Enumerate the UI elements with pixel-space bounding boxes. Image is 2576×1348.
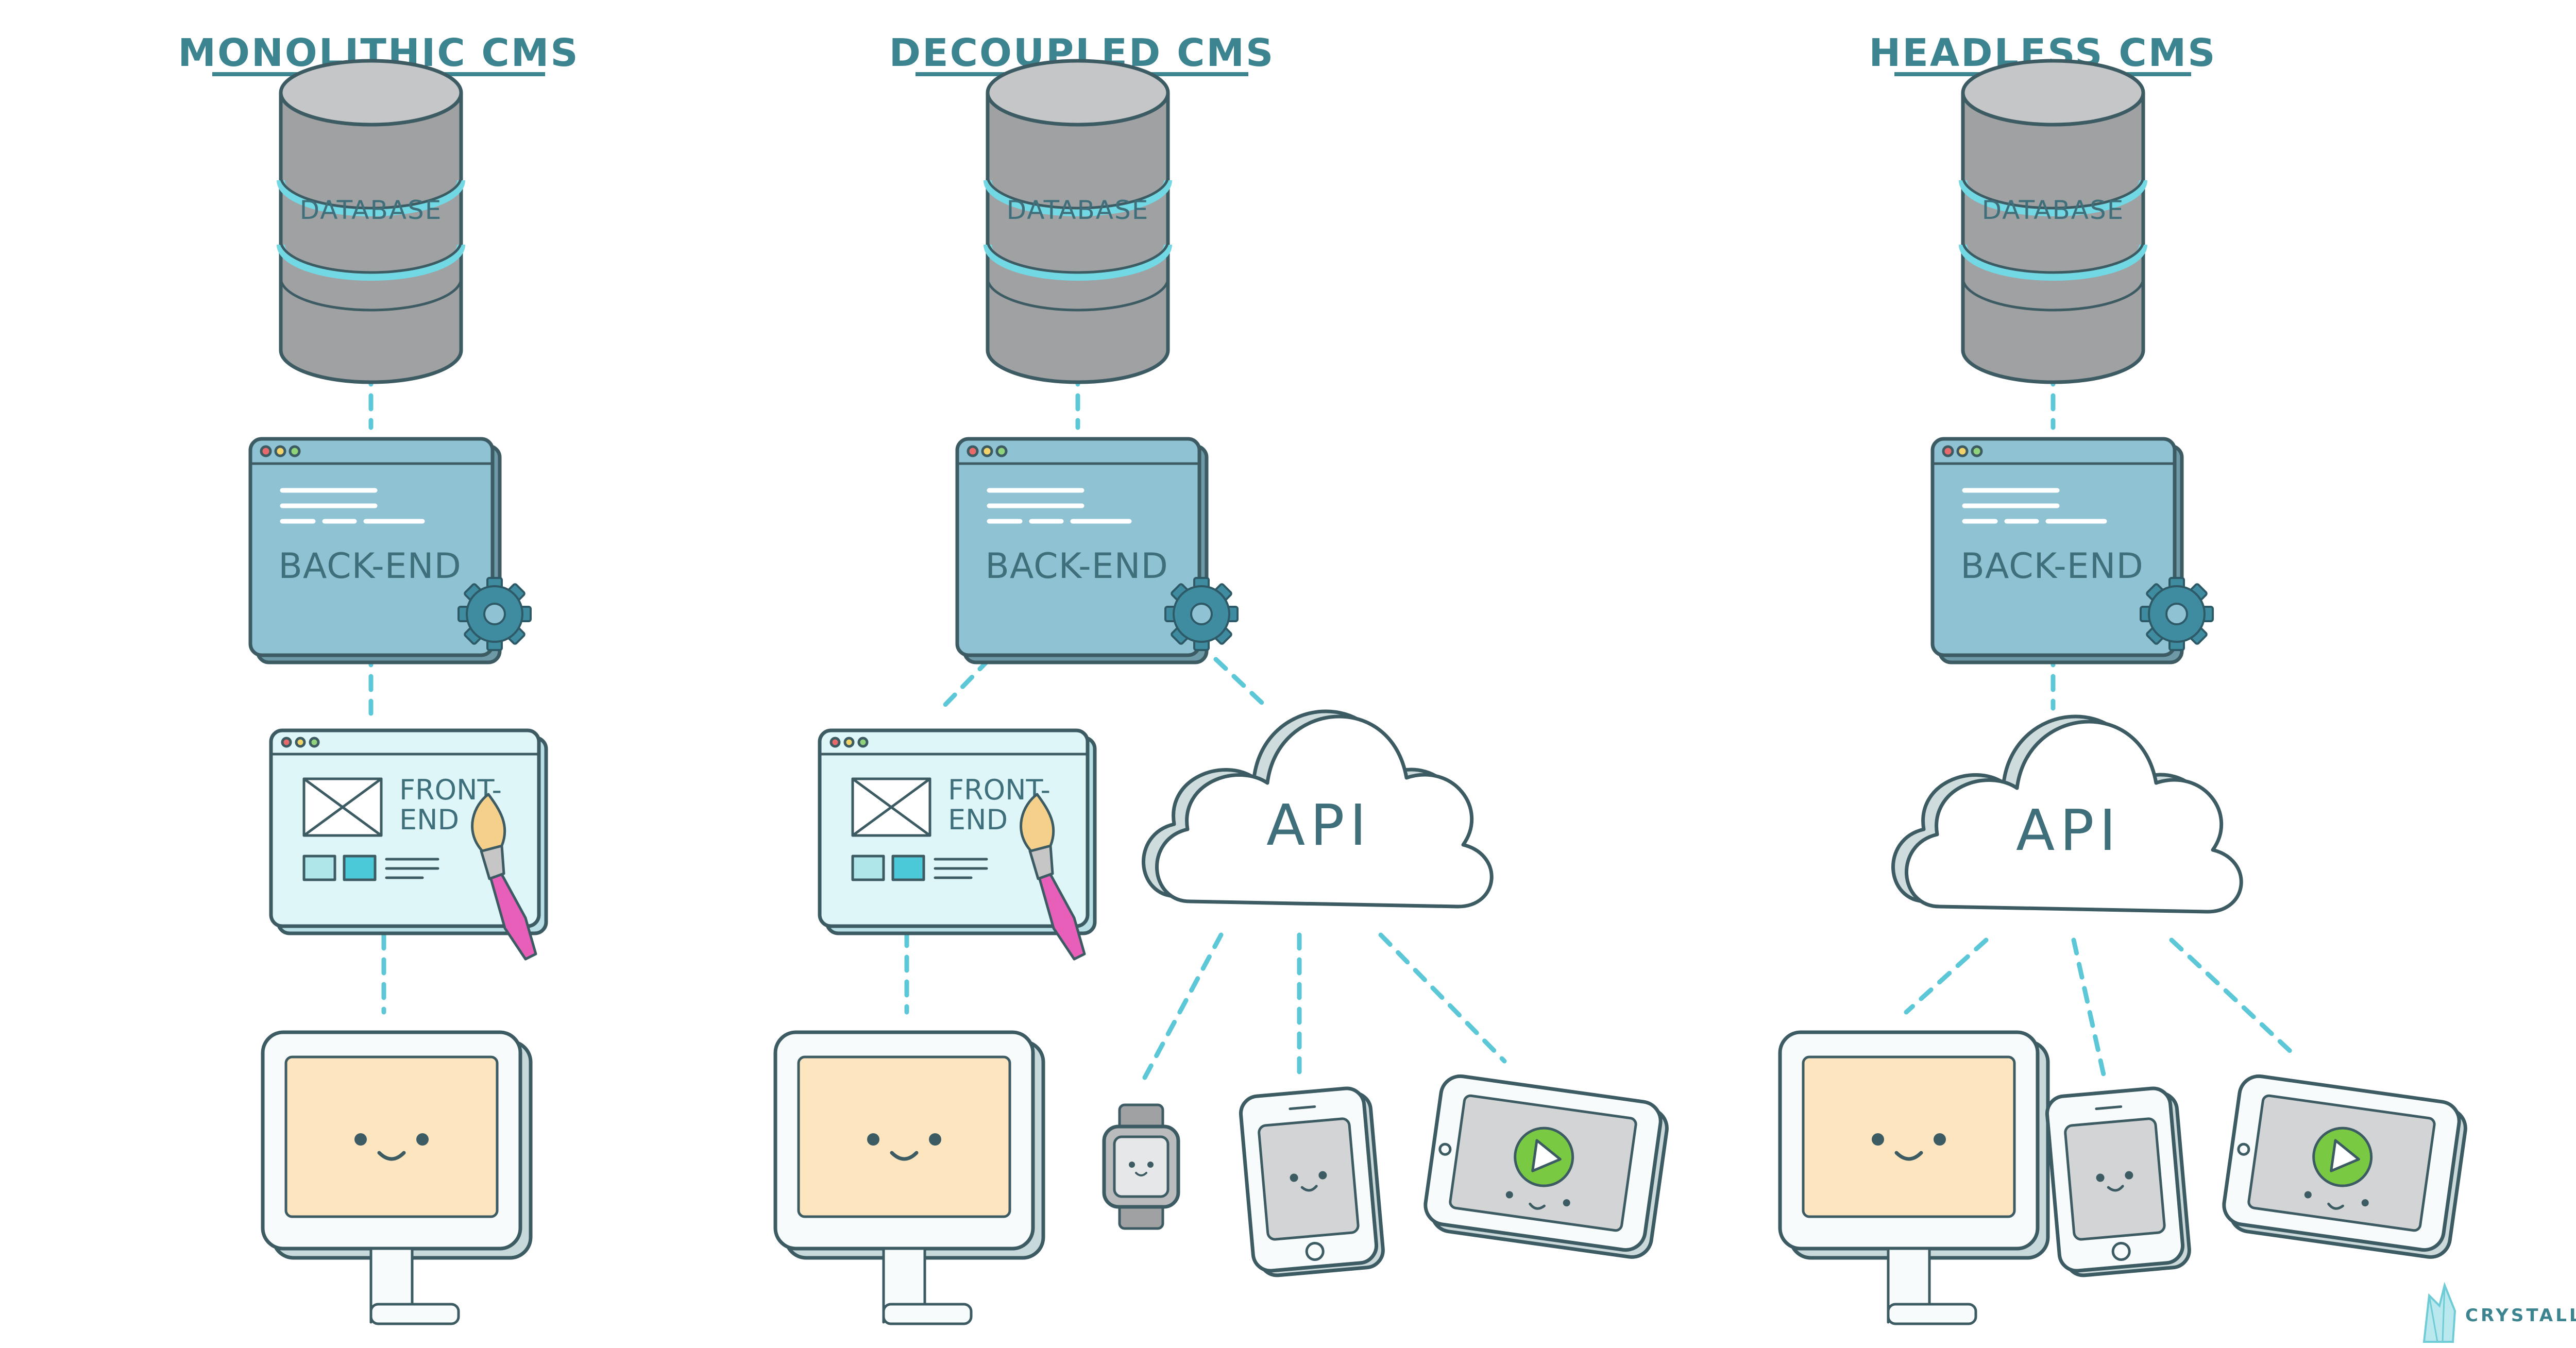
frontend-window-icon: FRONT- END: [820, 730, 1095, 959]
brand-name: CRYSTALLIZE: [2465, 1305, 2576, 1326]
database-icon: DATABASE: [1963, 61, 2143, 382]
database-icon: DATABASE: [281, 61, 461, 382]
backend-label: BACK-END: [1960, 546, 2144, 587]
api-label: API: [2016, 797, 2121, 863]
desktop-monitor-icon: [775, 1032, 1043, 1324]
phone-icon: [1240, 1086, 1385, 1277]
column-decoupled: DECOUPLED CMS DATABASE BACK-END FRONT- E…: [775, 31, 1670, 1324]
tablet-icon: [2221, 1073, 2469, 1259]
column-headless: HEADLESS CMS DATABASE BACK-END API: [1780, 31, 2469, 1324]
database-icon: DATABASE: [988, 61, 1168, 382]
phone-icon: [2046, 1086, 2191, 1277]
desktop-monitor-icon: [1780, 1032, 2048, 1324]
backend-label: BACK-END: [985, 546, 1168, 587]
smart-watch-icon: [1104, 1105, 1178, 1228]
tablet-icon: [1422, 1073, 1670, 1259]
database-label: DATABASE: [1007, 195, 1149, 225]
api-label: API: [1266, 792, 1371, 858]
frontend-label-line2: END: [948, 804, 1008, 836]
brand-logo: CRYSTALLIZE: [2422, 1282, 2576, 1343]
backend-label: BACK-END: [278, 546, 462, 587]
gear-icon: [1164, 577, 1239, 651]
crystal-logo-icon: [2422, 1282, 2456, 1343]
frontend-label-line2: END: [399, 804, 459, 836]
backend-window-icon: BACK-END: [250, 439, 532, 662]
api-cloud-icon: API: [1143, 711, 1492, 907]
database-label: DATABASE: [1982, 195, 2125, 225]
backend-window-icon: BACK-END: [957, 439, 1239, 662]
gear-icon: [457, 577, 532, 651]
gear-icon: [2140, 577, 2214, 651]
frontend-window-icon: FRONT- END: [271, 730, 546, 959]
column-monolithic: MONOLITHIC CMS DATABASE BACK-END FRONT- …: [178, 31, 578, 1324]
desktop-monitor-icon: [263, 1032, 531, 1324]
database-label: DATABASE: [300, 195, 443, 225]
api-cloud-icon: API: [1893, 716, 2241, 912]
backend-window-icon: BACK-END: [1933, 439, 2214, 662]
